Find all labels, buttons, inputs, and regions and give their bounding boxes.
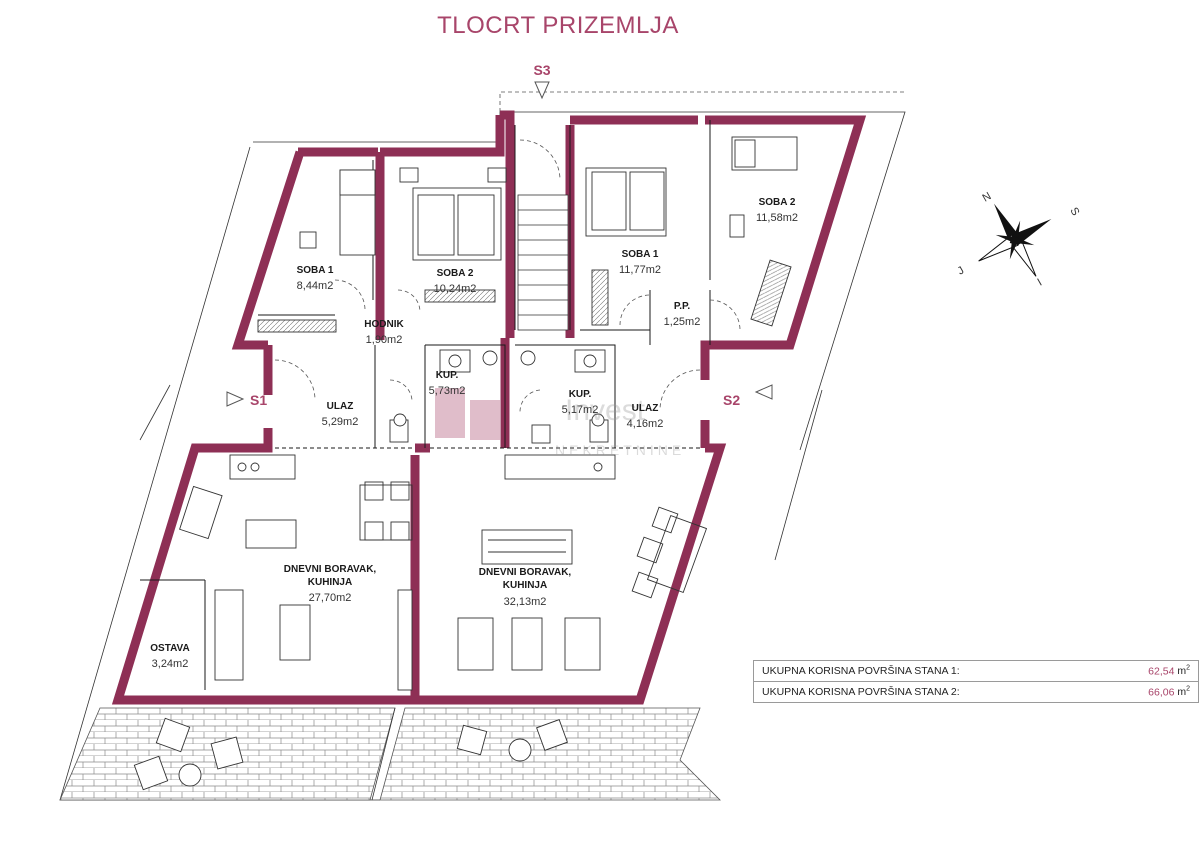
summary-row-stan-1: UKUPNA KORISNA POVRŠINA STANA 1: 62,54 m… (753, 660, 1199, 682)
watermark-subtext: NEKRETNINE (555, 442, 685, 458)
room-area-a-kup: 5,73m2 (429, 385, 466, 397)
room-name-b-dnevni-1: DNEVNI BORAVAK, (479, 567, 572, 578)
compass-east-label: S (1067, 206, 1081, 218)
summary-label-stan-2: UKUPNA KORISNA POVRŠINA STANA 2: (762, 686, 960, 698)
room-area-a-hodnik: 1,90m2 (366, 334, 403, 346)
room-area-b-soba1: 11,77m2 (619, 264, 661, 276)
room-name-a-kup: KUP. (436, 370, 459, 381)
room-name-b-kup: KUP. (569, 389, 592, 400)
watermark: Invest NEKRETNINE (435, 388, 685, 458)
room-area-a-dnevni: 27,70m2 (309, 592, 352, 604)
summary-value-stan-2: 66,06 (1148, 686, 1175, 699)
summary-label-stan-1: UKUPNA KORISNA POVRŠINA STANA 1: (762, 665, 960, 677)
terrace-paving (59, 707, 721, 801)
section-markers: S3 S1 S2 (226, 62, 773, 408)
room-name-a-soba2: SOBA 2 (437, 268, 474, 279)
room-area-a-soba2: 10,24m2 (434, 283, 477, 295)
room-area-b-ulaz: 4,16m2 (627, 418, 664, 430)
room-name-a-hodnik: HODNIK (364, 319, 404, 330)
room-name-b-pp: P.P. (674, 301, 691, 312)
summary-unit-stan-1: m2 (1177, 664, 1190, 678)
summary-unit-stan-2: m2 (1177, 685, 1190, 699)
room-name-a-dnevni-1: DNEVNI BORAVAK, (284, 564, 377, 575)
walls (111, 110, 867, 705)
room-labels: SOBA 1 8,44m2 SOBA 2 10,24m2 HODNIK 1,90… (150, 197, 798, 670)
plan-title: TLOCRT PRIZEMLJA (437, 12, 679, 39)
staircase (517, 139, 569, 331)
partitions (140, 120, 711, 690)
room-name-a-soba1: SOBA 1 (297, 265, 334, 276)
section-label-s3: S3 (533, 62, 550, 78)
interior-floor (240, 155, 370, 345)
room-area-b-dnevni: 32,13m2 (504, 596, 547, 608)
compass-rose (978, 203, 1052, 277)
room-name-a-ostava: OSTAVA (150, 643, 189, 654)
compass-north-label: N (981, 190, 994, 204)
room-name-a-ulaz: ULAZ (327, 401, 354, 412)
room-area-a-soba1: 8,44m2 (297, 280, 334, 292)
section-label-s1: S1 (250, 392, 267, 408)
room-name-b-ulaz: ULAZ (632, 403, 659, 414)
door-swings (274, 279, 741, 413)
room-area-a-ulaz: 5,29m2 (322, 416, 359, 428)
room-name-b-dnevni-2: KUHINJA (503, 580, 547, 591)
compass-west-label: J (956, 264, 967, 277)
furniture (179, 136, 798, 691)
compass-south-label: I (1036, 277, 1045, 289)
room-area-a-ostava: 3,24m2 (152, 658, 189, 670)
summary-value-stan-1: 62,54 (1148, 665, 1175, 678)
room-name-a-dnevni-2: KUHINJA (308, 577, 352, 588)
section-label-s2: S2 (723, 392, 740, 408)
room-name-b-soba2: SOBA 2 (759, 197, 796, 208)
room-area-b-pp: 1,25m2 (664, 316, 701, 328)
watermark-text: Invest (565, 394, 646, 427)
summary-row-stan-2: UKUPNA KORISNA POVRŠINA STANA 2: 66,06 m… (753, 681, 1199, 703)
room-area-b-kup: 5,17m2 (562, 404, 599, 416)
room-name-b-soba1: SOBA 1 (622, 249, 659, 260)
room-area-b-soba2: 11,58m2 (756, 212, 798, 224)
